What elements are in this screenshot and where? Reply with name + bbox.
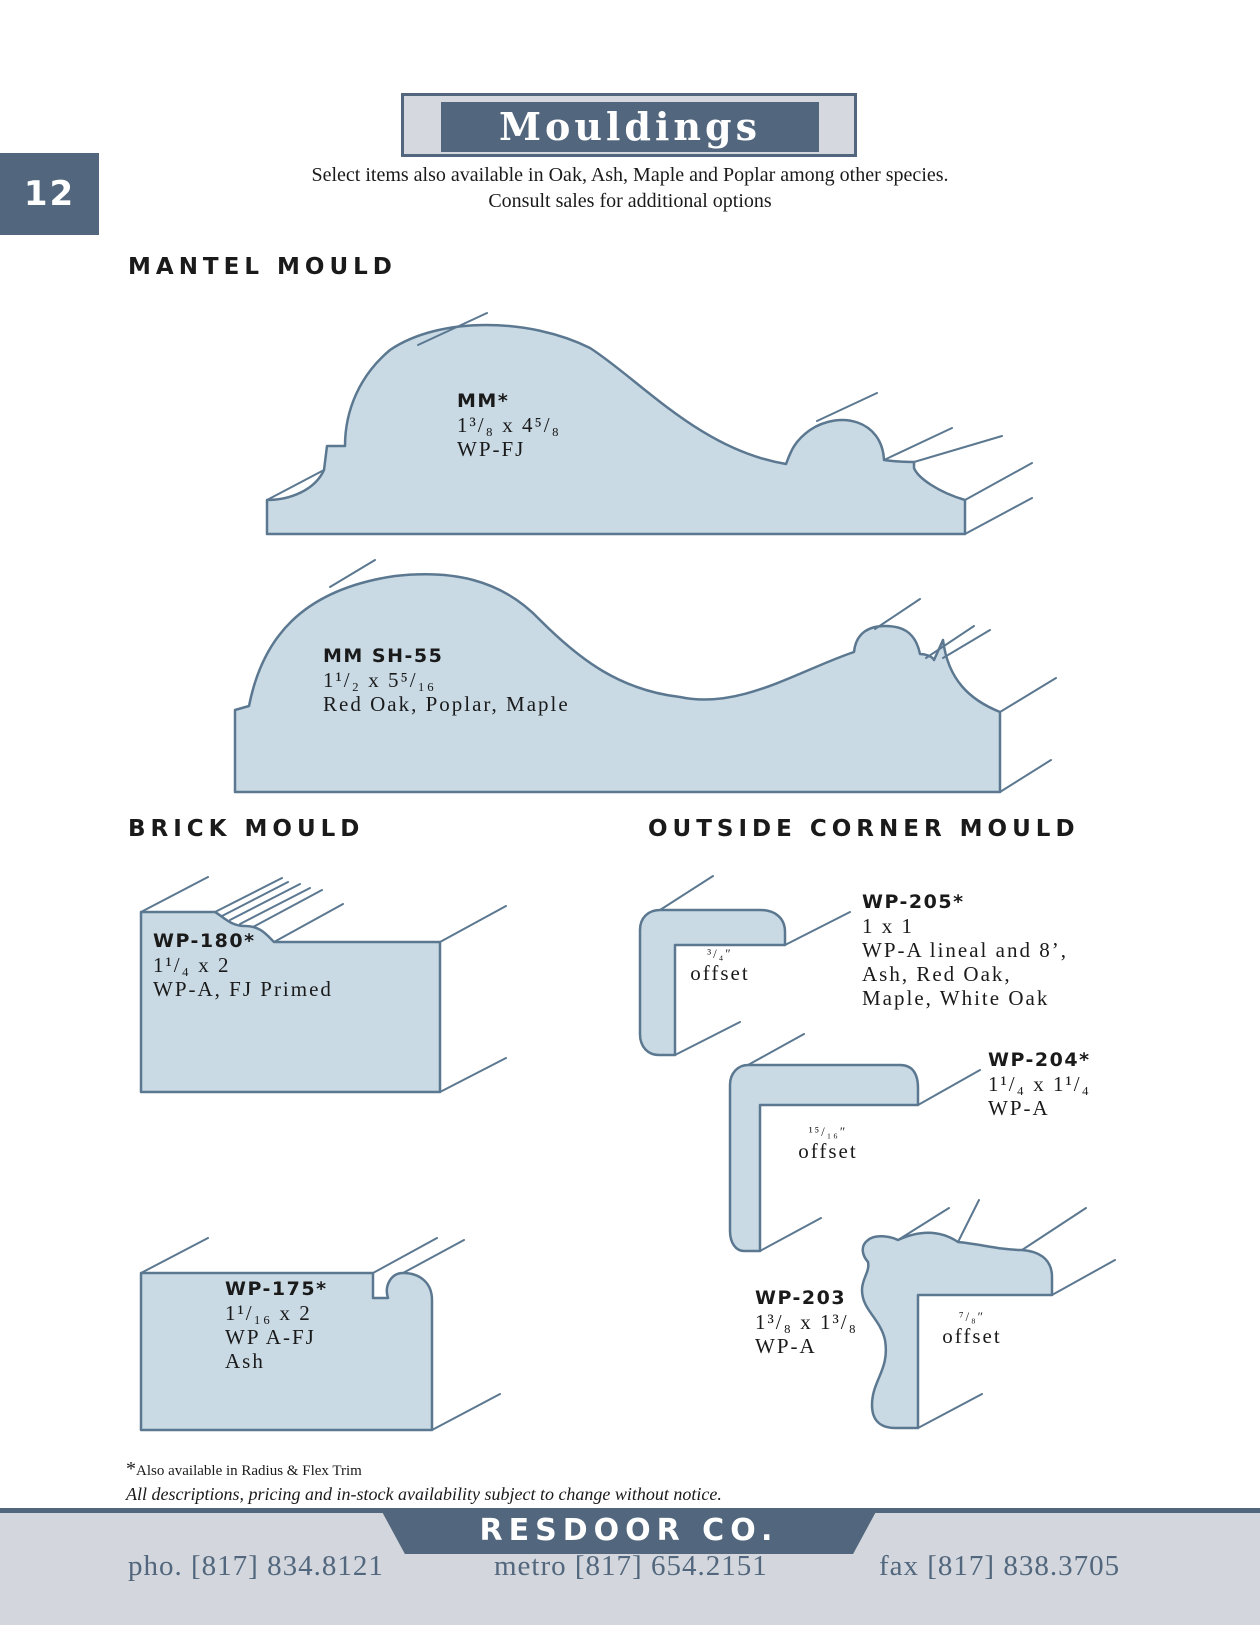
label-wp180: WP-180* 1¹/₄ x 2 WP-A, FJ Primed [153, 929, 333, 1001]
offset-wp203: ⁷/₈″ offset [930, 1309, 1014, 1349]
fax-number: fax [817] 838.3705 [879, 1550, 1121, 1582]
offset-wp205: ³/₄″ offset [680, 946, 760, 986]
product-material-wp203: WP-A [755, 1334, 817, 1358]
page-title: Mouldings [441, 102, 819, 152]
product-code-wp175: WP-175* [225, 1278, 328, 1300]
product-size-mm-sh55: 1¹/₂ x 5⁵/₁₆ [323, 668, 437, 692]
offset-wp204: ¹⁵/₁₆″ offset [786, 1124, 870, 1164]
product-material-wp180: WP-A, FJ Primed [153, 977, 333, 1001]
offset-label-wp205: offset [690, 961, 750, 985]
label-wp175: WP-175* 1¹/₁₆ x 2 WP A-FJ Ash [225, 1277, 328, 1373]
radius-note-text: Also available in Radius & Flex Trim [136, 1463, 362, 1479]
section-title-corner: OUTSIDE CORNER MOULD [648, 816, 1080, 842]
product-size-wp205: 1 x 1 [862, 914, 914, 938]
product-material-wp205-1: WP-A lineal and 8’, [862, 938, 1068, 962]
profile-wp175 [139, 1237, 501, 1432]
product-material-wp175-1: WP A-FJ [225, 1325, 316, 1349]
page-number: 12 [0, 153, 99, 235]
company-name: RESDOOR CO. [380, 1508, 878, 1554]
profile-wp203 [860, 1199, 1116, 1430]
product-material-mm-sh55: Red Oak, Poplar, Maple [323, 692, 570, 716]
product-code-mm-sh55: MM SH-55 [323, 645, 444, 667]
product-size-wp204: 1¹/₄ x 1¹/₄ [988, 1072, 1091, 1096]
product-size-wp175: 1¹/₁₆ x 2 [225, 1301, 312, 1325]
label-mm: MM* 1³/₈ x 4⁵/₈ WP-FJ [457, 389, 561, 461]
asterisk: * [126, 1458, 136, 1480]
product-code-mm: MM* [457, 390, 510, 412]
product-material-wp204: WP-A [988, 1096, 1050, 1120]
offset-fraction-wp204: ¹⁵/₁₆″ [808, 1124, 848, 1139]
profile-mm [265, 312, 1033, 536]
profile-wp180 [139, 876, 507, 1094]
label-wp205: WP-205* 1 x 1 WP-A lineal and 8’, Ash, R… [862, 890, 1068, 1010]
label-mm-sh55: MM SH-55 1¹/₂ x 5⁵/₁₆ Red Oak, Poplar, M… [323, 644, 570, 716]
subtitle: Select items also available in Oak, Ash,… [230, 162, 1030, 214]
product-code-wp204: WP-204* [988, 1049, 1091, 1071]
product-code-wp205: WP-205* [862, 891, 965, 913]
phone-number: pho. [817] 834.8121 [128, 1550, 384, 1582]
product-size-wp180: 1¹/₄ x 2 [153, 953, 231, 977]
product-size-mm: 1³/₈ x 4⁵/₈ [457, 413, 561, 437]
product-material-wp205-2: Ash, Red Oak, [862, 962, 1012, 986]
product-material-wp175-2: Ash [225, 1349, 265, 1373]
label-wp204: WP-204* 1¹/₄ x 1¹/₄ WP-A [988, 1048, 1091, 1120]
profile-wp205 [638, 875, 851, 1057]
label-wp203: WP-203 1³/₈ x 1³/₈ WP-A [755, 1286, 858, 1358]
profile-wp204 [728, 1033, 981, 1253]
product-material-wp205-3: Maple, White Oak [862, 986, 1050, 1010]
radius-note: *Also available in Radius & Flex Trim [126, 1458, 362, 1481]
product-size-wp203: 1³/₈ x 1³/₈ [755, 1310, 858, 1334]
section-title-mantel: MANTEL MOULD [128, 254, 397, 280]
product-code-wp180: WP-180* [153, 930, 256, 952]
subtitle-line-1: Select items also available in Oak, Ash,… [311, 164, 949, 186]
metro-number: metro [817] 654.2151 [494, 1550, 768, 1582]
disclaimer: All descriptions, pricing and in-stock a… [126, 1484, 722, 1504]
offset-fraction-wp203: ⁷/₈″ [958, 1309, 986, 1324]
offset-fraction-wp205: ³/₄″ [707, 946, 733, 961]
title-frame: Mouldings [401, 93, 857, 157]
subtitle-line-2: Consult sales for additional options [488, 190, 772, 212]
product-code-wp203: WP-203 [755, 1287, 847, 1309]
profile-mm-sh55 [233, 559, 1057, 794]
product-material-mm: WP-FJ [457, 437, 526, 461]
offset-label-wp204: offset [798, 1139, 858, 1163]
section-title-brick: BRICK MOULD [128, 816, 365, 842]
offset-label-wp203: offset [942, 1324, 1002, 1348]
